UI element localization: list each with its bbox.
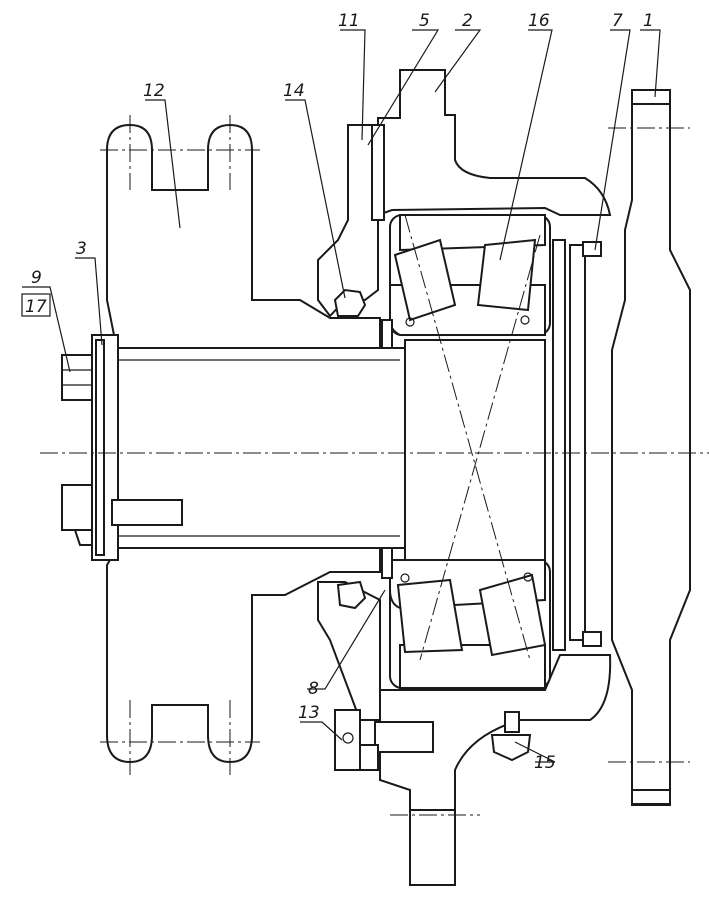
callout-5: 5 xyxy=(419,11,430,31)
callout-12: 12 xyxy=(143,81,165,101)
callout-3: 3 xyxy=(76,239,87,259)
flange-part-1 xyxy=(611,89,691,806)
seal-part-14 xyxy=(333,288,367,610)
callout-15: 15 xyxy=(534,753,556,773)
seal-housing-part-11 xyxy=(317,124,381,721)
callout-9: 9 xyxy=(31,268,42,288)
seal-part-7 xyxy=(582,241,602,647)
bolt-part-13 xyxy=(334,709,434,771)
bolt-part-9 xyxy=(61,354,93,401)
callout-1: 1 xyxy=(643,11,654,31)
callout-2: 2 xyxy=(462,11,473,31)
housing-part-2 xyxy=(377,69,612,886)
leader-lines xyxy=(22,29,661,763)
callout-labels: 1 2 3 5 7 8 9 11 12 13 14 15 16 17 xyxy=(21,11,654,773)
callout-8: 8 xyxy=(308,679,319,699)
callout-14: 14 xyxy=(283,81,305,101)
bolt-lower xyxy=(61,484,183,546)
center-lines xyxy=(40,115,709,816)
callout-13: 13 xyxy=(298,703,320,723)
inner-spacer xyxy=(404,239,586,651)
callout-17: 17 xyxy=(25,297,47,317)
callout-16: 16 xyxy=(528,11,550,31)
cover-part-5 xyxy=(371,124,385,221)
callout-11: 11 xyxy=(338,11,360,31)
grease-fitting-part-15 xyxy=(490,711,532,762)
callout-17-box xyxy=(21,293,51,317)
end-plate-part-3 xyxy=(91,334,119,561)
washer-part-8 xyxy=(381,319,393,579)
callout-7: 7 xyxy=(612,11,623,31)
